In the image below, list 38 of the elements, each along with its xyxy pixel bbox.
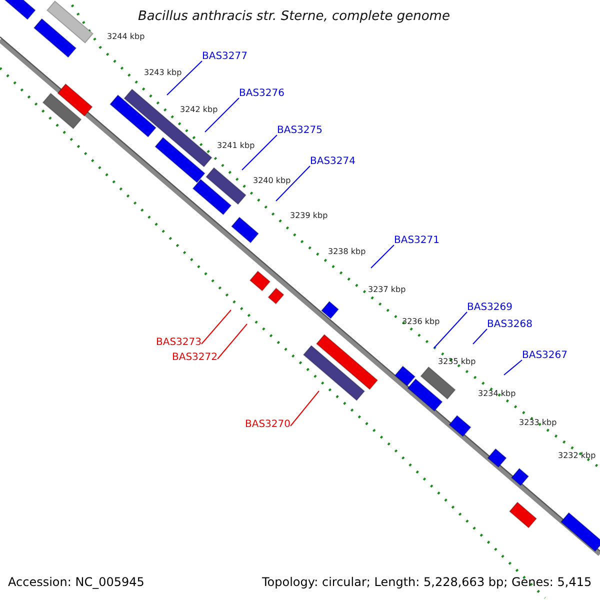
leader-line <box>370 244 394 268</box>
gene-label: BAS3271 <box>394 236 440 246</box>
leader-line <box>166 60 202 96</box>
gene-label: BAS3275 <box>277 126 322 136</box>
leader-line <box>472 328 488 344</box>
footer-text: Topology: circular; Length: 5,228,663 bp; Genes: 5,415 <box>262 576 592 588</box>
scale-label: 3237 kbp <box>368 286 406 294</box>
leader-line <box>276 166 310 202</box>
leader-line <box>201 310 232 344</box>
gene-label: BAS3268 <box>487 320 532 330</box>
scale-label: 3234 kbp <box>478 390 516 398</box>
scale-label: 3242 kbp <box>180 106 218 114</box>
scale-label: 3233 kbp <box>519 419 557 427</box>
leader-line <box>504 360 522 376</box>
leader-line <box>204 98 240 132</box>
scale-label: 3236 kbp <box>402 318 440 326</box>
scale-label: 3244 kbp <box>107 33 145 41</box>
gene-label: BAS3274 <box>310 157 356 167</box>
scale-label: 3240 kbp <box>253 177 291 185</box>
scale-label: 3239 kbp <box>290 212 328 220</box>
gene-label: BAS3269 <box>467 303 512 313</box>
gene-label: BAS3273 <box>156 338 202 348</box>
leader-line <box>290 390 320 426</box>
gene-label: BAS3267 <box>522 351 568 361</box>
scale-label: 3241 kbp <box>217 142 255 150</box>
scale-label: 3238 kbp <box>328 248 366 256</box>
gene-label: BAS3277 <box>202 52 248 62</box>
scale-label: 3243 kbp <box>144 69 182 77</box>
leader-line <box>434 312 468 348</box>
map-title: Bacillus anthracis str. Sterne, complete genome <box>138 10 450 23</box>
gene-label: BAS3270 <box>245 420 290 430</box>
leader-line <box>217 324 248 360</box>
leader-line <box>242 134 278 170</box>
footer-text: Accession: NC_005945 <box>8 576 144 588</box>
gene-label: BAS3276 <box>239 89 284 99</box>
gene-label: BAS3272 <box>172 353 218 363</box>
scale-label: 3232 kbp <box>558 452 596 460</box>
scale-label: 3235 kbp <box>438 358 476 366</box>
